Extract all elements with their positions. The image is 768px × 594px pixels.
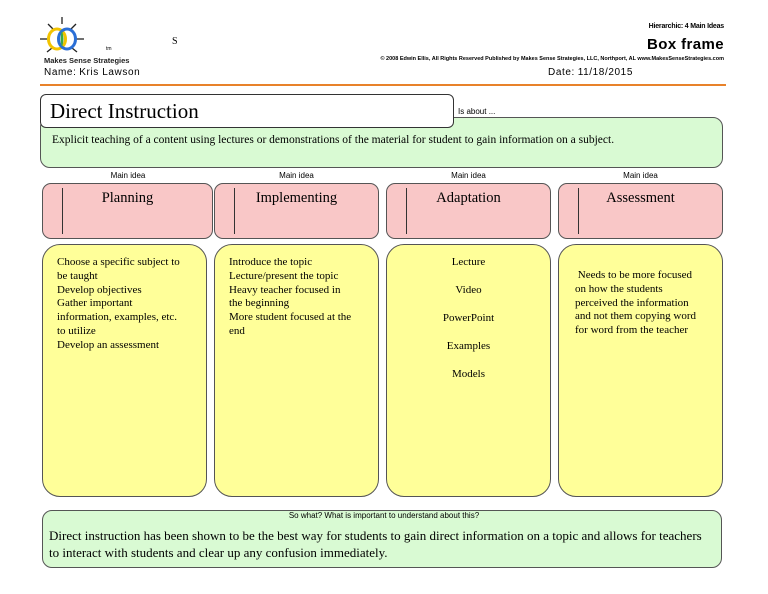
template-type: Hierarchic: 4 Main Ideas (648, 23, 725, 30)
detail-line: on how the students (575, 282, 663, 295)
detail-line: for word from the teacher (575, 324, 689, 337)
main-idea-title: Planning (101, 190, 154, 206)
detail-line: Heavy teacher focused in (229, 283, 341, 296)
name-row: Name: Kris Lawson (44, 67, 140, 78)
detail-line: information, examples, etc. (57, 311, 178, 324)
detail-line: Introduce the topic (229, 256, 313, 268)
makes-sense-logo-icon (40, 17, 84, 53)
main-idea-label: Main idea (110, 171, 146, 180)
main-idea-label: Main idea (279, 171, 314, 180)
so-what-label: So what? What is important to understand… (288, 511, 480, 520)
detail-line: Models (452, 367, 485, 380)
s-mark: S (172, 36, 178, 47)
heading-divider (578, 188, 579, 234)
template-name: Box frame (647, 36, 724, 53)
heading-divider (234, 188, 235, 234)
main-idea-title: Implementing (255, 190, 338, 206)
heading-divider (62, 188, 63, 234)
main-idea-heading-assessment[interactable]: Assessment (558, 183, 723, 239)
main-idea-heading-adaptation[interactable]: Adaptation (386, 183, 551, 239)
copyright-notice: © 2008 Edwin Ellis, All Rights Reserved … (380, 56, 724, 62)
detail-line: end (229, 324, 245, 337)
detail-line: to utilize (57, 324, 96, 337)
main-idea-details-adaptation[interactable]: Lecture Video PowerPoint Examples Models (386, 244, 551, 497)
header-divider (40, 84, 726, 86)
main-idea-title: Assessment (606, 190, 675, 206)
detail-line: Gather important (57, 297, 133, 310)
date-label: Date: (548, 67, 575, 78)
is-about-label: Is about ... (458, 107, 496, 116)
topic-description[interactable]: Explicit teaching of a content using lec… (52, 134, 615, 146)
main-idea-label: Main idea (623, 171, 658, 180)
detail-line: perceived the information (575, 296, 689, 309)
topic-title[interactable]: Direct Instruction (40, 94, 454, 128)
main-idea-label: Main idea (451, 171, 486, 180)
detail-line: and not them copying word (575, 310, 696, 323)
so-what-box (42, 510, 722, 568)
detail-line: Lecture (451, 256, 486, 268)
detail-line: be taught (57, 269, 98, 282)
detail-line: Develop an assessment (57, 338, 160, 351)
brand-name: Makes Sense Strategies (44, 56, 130, 65)
detail-line: the beginning (229, 297, 290, 310)
date-row: Date: 11/18/2015 (548, 67, 633, 78)
detail-line: Lecture/present the topic (229, 269, 339, 282)
heading-divider (406, 188, 407, 234)
date-value[interactable]: 11/18/2015 (577, 67, 633, 78)
main-idea-details-planning[interactable]: Choose a specific subject to be taught D… (42, 244, 207, 497)
so-what-text[interactable]: Direct instruction has been shown to be … (49, 528, 702, 560)
detail-line: Develop objectives (57, 283, 142, 296)
detail-line: Examples (446, 339, 491, 352)
trademark-mark: tm (106, 46, 112, 52)
main-idea-details-assessment[interactable]: Needs to be more focused on how the stud… (558, 244, 723, 497)
detail-line: PowerPoint (442, 311, 495, 324)
main-idea-details-implementing[interactable]: Introduce the topic Lecture/present the … (214, 244, 379, 497)
detail-line: Needs to be more focused (575, 269, 692, 281)
main-idea-heading-planning[interactable]: Planning (42, 183, 213, 239)
detail-line: Choose a specific subject to (57, 256, 180, 268)
main-idea-title: Adaptation (436, 190, 501, 206)
name-value[interactable]: Kris Lawson (79, 67, 141, 78)
name-label: Name: (44, 67, 77, 78)
main-idea-heading-implementing[interactable]: Implementing (214, 183, 379, 239)
detail-line: More student focused at the (229, 311, 352, 324)
detail-line: Video (455, 283, 482, 296)
